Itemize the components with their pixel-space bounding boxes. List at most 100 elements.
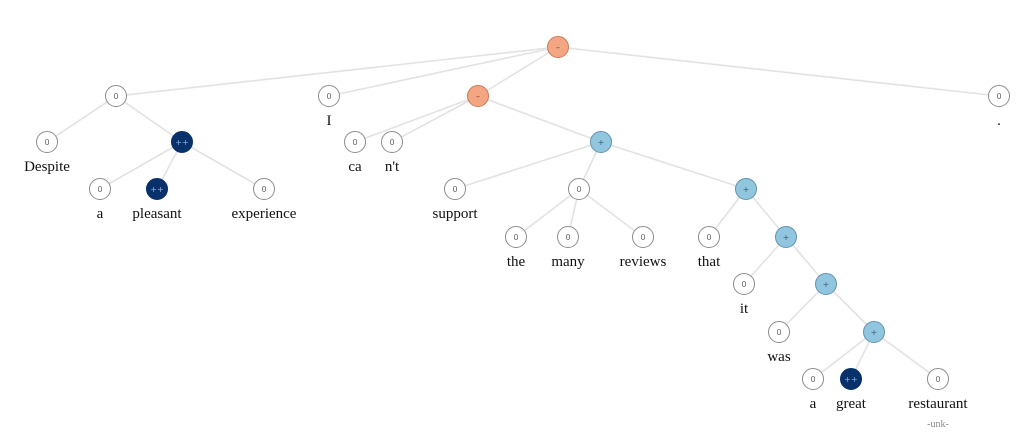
- node-sentiment-label: 0: [389, 138, 394, 147]
- node-sentiment-label: 0: [640, 233, 645, 242]
- tree-node-n3c3[interactable]: +: [735, 178, 757, 200]
- tree-node-n3c[interactable]: +: [590, 131, 612, 153]
- leaf-word: .: [997, 113, 1001, 129]
- tree-edge: [181, 141, 265, 190]
- tree-edge: [778, 283, 827, 333]
- leaf-word: it: [740, 301, 749, 317]
- tree-node-n1b3[interactable]: 0: [253, 178, 275, 200]
- node-circle: [89, 178, 111, 200]
- tree-node-n1[interactable]: 0: [105, 85, 127, 107]
- node-sentiment-label: 0: [810, 375, 815, 384]
- tree-edge: [115, 95, 183, 143]
- node-sentiment-label: +: [743, 185, 750, 194]
- leaf-word: reviews: [620, 254, 667, 270]
- node-circle: [735, 178, 757, 200]
- node-circle: [863, 321, 885, 343]
- tree-node-n1b2[interactable]: ++: [146, 178, 168, 200]
- tree-node-n3c2a[interactable]: 0: [505, 226, 527, 248]
- leaf-word: great: [836, 396, 867, 412]
- node-circle: [768, 321, 790, 343]
- node-sentiment-label: 0: [776, 328, 781, 337]
- tree-node-n3c3b2b1[interactable]: 0: [802, 368, 824, 390]
- tree-edge: [600, 141, 747, 190]
- node-sentiment-label: ++: [150, 185, 163, 194]
- node-circle: [171, 131, 193, 153]
- tree-edge: [99, 141, 183, 190]
- node-circle: [505, 226, 527, 248]
- tree-edge: [477, 95, 602, 143]
- tree-node-n3[interactable]: –: [467, 85, 489, 107]
- tree-node-n2[interactable]: 0: [318, 85, 340, 107]
- node-sentiment-label: 0: [326, 92, 331, 101]
- node-sentiment-label: 0: [513, 233, 518, 242]
- tree-node-n3c3b[interactable]: +: [775, 226, 797, 248]
- node-sentiment-label: 0: [706, 233, 711, 242]
- tree-node-n3c1[interactable]: 0: [444, 178, 466, 200]
- node-circle: [444, 178, 466, 200]
- tree-edge: [557, 46, 1000, 97]
- leaf-word: restaurant: [908, 396, 968, 412]
- node-circle: [733, 273, 755, 295]
- tree-node-n3b[interactable]: 0: [381, 131, 403, 153]
- node-circle: [557, 226, 579, 248]
- tree-node-n4[interactable]: 0: [988, 85, 1010, 107]
- tree-edge: [515, 188, 580, 238]
- node-sentiment-label: ++: [844, 375, 857, 384]
- node-circle: [840, 368, 862, 390]
- node-circle: [775, 226, 797, 248]
- tree-node-n3c3b2b2[interactable]: ++: [840, 368, 862, 390]
- tree-edge: [391, 95, 479, 143]
- tree-edge: [328, 46, 559, 97]
- tree-node-n3c3b1[interactable]: 0: [733, 273, 755, 295]
- tree-node-n3c3b2b3[interactable]: 0: [927, 368, 949, 390]
- leaf-word: I: [327, 113, 332, 129]
- tree-edge: [454, 141, 602, 190]
- leaf-word: that: [698, 254, 721, 270]
- node-circle: [253, 178, 275, 200]
- node-sentiment-label: 0: [113, 92, 118, 101]
- tree-node-n1a[interactable]: 0: [36, 131, 58, 153]
- node-sentiment-label: 0: [935, 375, 940, 384]
- tree-node-n3c2[interactable]: 0: [568, 178, 590, 200]
- leaf-word: ca: [348, 159, 362, 175]
- node-sentiment-label: 0: [741, 280, 746, 289]
- node-sentiment-label: –: [476, 92, 480, 101]
- leaf-word: a: [810, 396, 817, 412]
- node-sentiment-label: 0: [452, 185, 457, 194]
- tree-node-n3c3b2b[interactable]: +: [863, 321, 885, 343]
- tree-node-n3c3a[interactable]: 0: [698, 226, 720, 248]
- tree-edge: [354, 95, 479, 143]
- tree-node-n3a[interactable]: 0: [344, 131, 366, 153]
- node-sentiment-label: 0: [565, 233, 570, 242]
- node-circle: [547, 36, 569, 58]
- tree-edge: [812, 331, 875, 380]
- tree-node-root[interactable]: –: [547, 36, 569, 58]
- node-circle: [381, 131, 403, 153]
- node-sentiment-label: +: [783, 233, 790, 242]
- leaf-word: Despite: [24, 159, 70, 175]
- node-circle: [632, 226, 654, 248]
- node-sentiment-label: +: [871, 328, 878, 337]
- node-sentiment-label: ++: [175, 138, 188, 147]
- node-sentiment-label: –: [556, 43, 560, 52]
- tree-node-n3c3b2[interactable]: +: [815, 273, 837, 295]
- node-sentiment-label: 0: [576, 185, 581, 194]
- node-sentiment-label: 0: [44, 138, 49, 147]
- tree-node-n1b[interactable]: ++: [171, 131, 193, 153]
- tree-node-n3c3b2a[interactable]: 0: [768, 321, 790, 343]
- node-circle: [802, 368, 824, 390]
- node-circle: [815, 273, 837, 295]
- tree-node-n3c2b[interactable]: 0: [557, 226, 579, 248]
- tree-edge: [578, 188, 644, 238]
- leaf-word: was: [767, 349, 790, 365]
- node-sentiment-label: +: [823, 280, 830, 289]
- unknown-word-note: -unk-: [927, 419, 949, 430]
- tree-node-n3c2c[interactable]: 0: [632, 226, 654, 248]
- node-circle: [318, 85, 340, 107]
- node-sentiment-label: 0: [97, 185, 102, 194]
- tree-node-n1b1[interactable]: 0: [89, 178, 111, 200]
- node-circle: [988, 85, 1010, 107]
- leaf-word: many: [551, 254, 585, 270]
